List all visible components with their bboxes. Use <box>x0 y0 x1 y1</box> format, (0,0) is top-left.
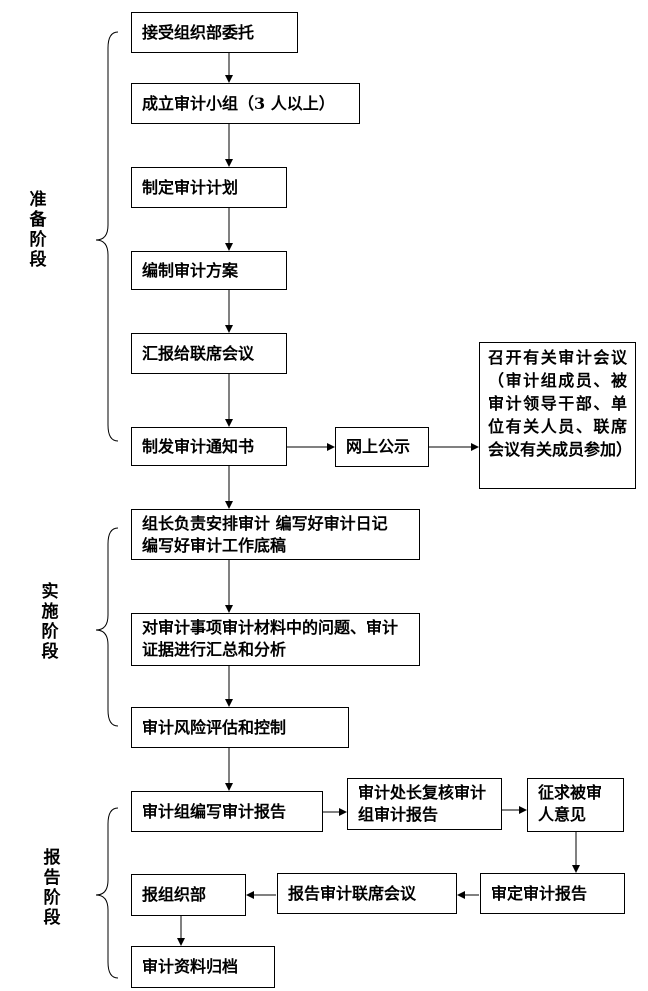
step-accept-commission: 接受组织部委托 <box>131 12 298 53</box>
step-issue-audit-notice: 制发审计通知书 <box>131 427 287 466</box>
step-form-audit-team: 成立审计小组（3 人以上） <box>131 83 360 124</box>
step-summarize-and-analyze: 对审计事项审计材料中的问题、审计证据进行汇总和分析 <box>131 613 420 666</box>
step-make-audit-plan: 制定审计计划 <box>131 167 287 208</box>
step-approve-audit-report: 审定审计报告 <box>480 873 625 914</box>
stage-label-prep: 准 备 阶 段 <box>29 190 47 270</box>
step-risk-assessment: 审计风险评估和控制 <box>131 707 349 748</box>
step-draft-audit-report: 审计组编写审计报告 <box>131 791 323 832</box>
brace-report <box>95 807 119 979</box>
step-hold-audit-meeting: 召开有关审计会议（审计组成员、被审计领导干部、单位有关人员、联席会议有关成员参加… <box>479 342 636 489</box>
brace-impl <box>95 527 119 727</box>
step-compile-audit-program: 编制审计方案 <box>131 251 287 290</box>
step-report-to-joint-meeting: 汇报给联席会议 <box>131 333 287 374</box>
step-archive-audit-materials: 审计资料归档 <box>131 946 275 988</box>
step-online-publicity: 网上公示 <box>335 427 429 467</box>
step-director-review: 审计处长复核审计组审计报告 <box>347 778 502 830</box>
stage-label-impl: 实 施 阶 段 <box>41 582 59 662</box>
step-solicit-opinions: 征求被审人意见 <box>527 778 624 832</box>
stage-label-report: 报 告 阶 段 <box>43 848 61 928</box>
step-arrange-audit-work: 组长负责安排审计 编写好审计日记 编写好审计工作底稿 <box>131 509 420 560</box>
brace-prep <box>95 31 119 442</box>
step-report-organization-dept: 报组织部 <box>131 874 246 916</box>
step-report-joint-meeting: 报告审计联席会议 <box>277 873 457 914</box>
